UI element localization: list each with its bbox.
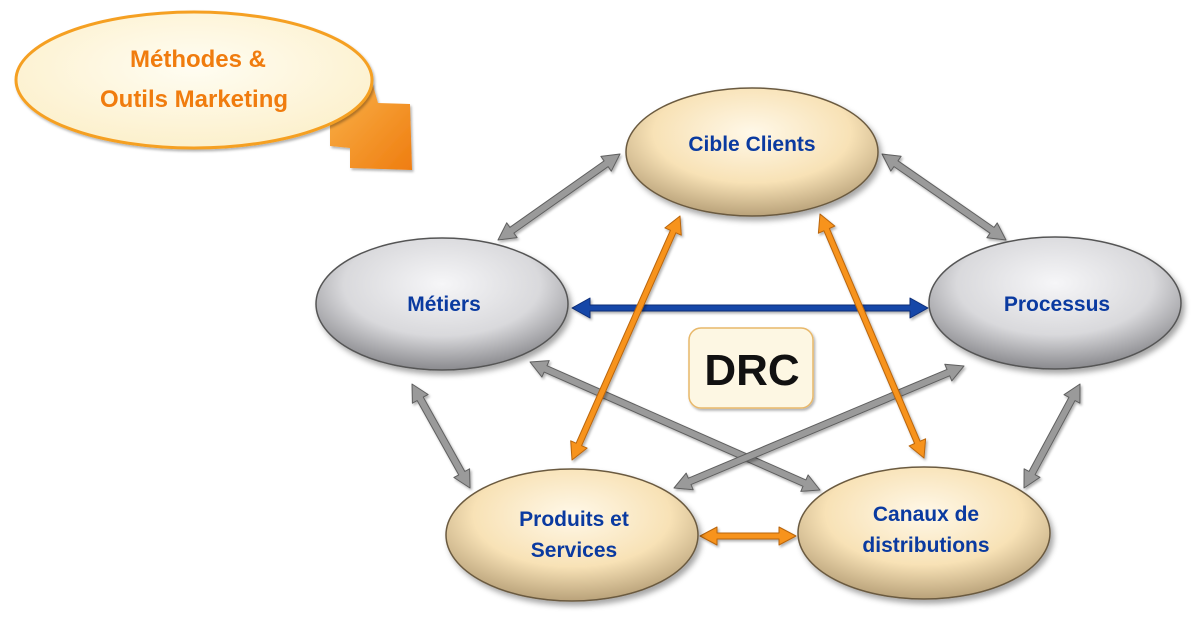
node-cible-clients: Cible Clients	[625, 87, 879, 217]
callout-group: Méthodes & Outils Marketing	[14, 10, 412, 170]
arrow-cible-metiers	[497, 153, 621, 241]
node-label: Processus	[1004, 293, 1110, 316]
node-label: Produits et	[519, 508, 629, 531]
arrow-cible-produits	[570, 215, 682, 461]
node-label: Cible Clients	[688, 133, 815, 156]
arrow-metiers-produits	[411, 383, 471, 489]
node-canaux-distributions: Canaux de distributions	[797, 466, 1051, 600]
node-ellipse	[928, 236, 1182, 370]
arrow-cible-canaux	[817, 213, 927, 459]
node-metiers: Métiers	[315, 237, 569, 371]
node-produits-services: Produits et Services	[445, 468, 699, 602]
node-label: Canaux de	[873, 503, 979, 526]
callout-line-2: Outils Marketing	[100, 86, 288, 113]
node-label: Services	[531, 539, 617, 562]
node-processus: Processus	[928, 236, 1182, 370]
arrow-produits-canaux	[699, 526, 797, 546]
node-label: Métiers	[407, 293, 481, 316]
arrow-processus-produits	[673, 363, 965, 491]
callout-line-1: Méthodes &	[130, 46, 266, 73]
node-ellipse	[797, 466, 1051, 600]
drc-center-box: DRC	[688, 327, 814, 409]
callout-bubble	[14, 10, 374, 150]
connections	[411, 153, 1081, 546]
arrow-processus-canaux	[1023, 383, 1081, 489]
node-label: distributions	[862, 534, 989, 557]
node-ellipse	[315, 237, 569, 371]
drc-label: DRC	[704, 346, 799, 395]
arrow-metiers-processus	[571, 297, 929, 319]
arrow-cible-processus	[881, 153, 1007, 241]
drc-box	[688, 327, 814, 409]
node-ellipse	[625, 87, 879, 217]
node-ellipse	[445, 468, 699, 602]
